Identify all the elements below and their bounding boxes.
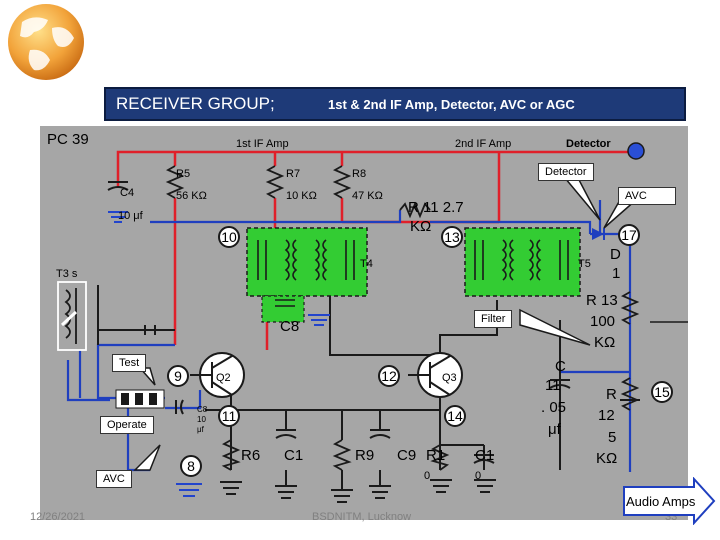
transistor-leads xyxy=(190,355,451,396)
stage-second-if-label: 2nd IF Amp xyxy=(455,138,512,150)
test-point-14[interactable]: 14 xyxy=(444,405,466,427)
t4-label: T4 xyxy=(360,258,373,270)
header-title: RECEIVER GROUP; xyxy=(116,94,275,113)
stage-detector-label: Detector xyxy=(566,138,611,150)
r12-label: R xyxy=(606,386,617,403)
zero-label-b: 0 xyxy=(475,470,482,482)
stage-first-if-label: 1st IF Amp xyxy=(236,138,289,150)
globe-logo-icon xyxy=(8,4,84,80)
r13-unit: KΩ xyxy=(594,334,616,351)
c1-left-label: C1 xyxy=(284,447,304,464)
c8-label: C8 xyxy=(280,318,300,335)
resistors xyxy=(165,165,640,471)
test-point-17[interactable]: 17 xyxy=(618,224,640,246)
c11-label: C xyxy=(555,358,566,375)
r12-number: 12 xyxy=(598,407,615,424)
t3s-label: T3 s xyxy=(56,268,78,280)
footer-organization: BSDNITM, Lucknow xyxy=(312,511,412,523)
if-windings xyxy=(257,239,569,307)
test-point-8[interactable]: 8 xyxy=(180,455,202,477)
r9-label: R9 xyxy=(355,447,375,464)
r6-label: R6 xyxy=(241,447,261,464)
r11-label: R 11 2.7 xyxy=(408,199,464,216)
test-point-9[interactable]: 9 xyxy=(167,365,189,387)
detector-test-dot xyxy=(627,142,645,160)
header-subtitle: 1st & 2nd IF Amp, Detector, AVC or AGC xyxy=(328,97,575,112)
c1-right-label: C1 xyxy=(475,447,495,464)
r1-label: R1 xyxy=(426,447,446,464)
r7-value: 10 KΩ xyxy=(286,190,317,202)
c4-label: C4 xyxy=(120,187,135,199)
c4-value: 10 μf xyxy=(118,210,143,222)
c11-number: 11 xyxy=(545,377,561,394)
slide-header: RECEIVER GROUP; 1st & 2nd IF Amp, Detect… xyxy=(104,87,686,121)
small-cap-unit: μf xyxy=(197,425,204,434)
q2-label: Q2 xyxy=(216,372,231,384)
detector-diode xyxy=(592,228,605,240)
callout-detector: Detector xyxy=(538,163,594,181)
callout-avc: AVC xyxy=(618,187,676,205)
if-can-2 xyxy=(464,227,581,297)
test-operate-switch xyxy=(115,389,165,409)
test-point-11[interactable]: 11 xyxy=(218,405,240,427)
ground-symbols xyxy=(108,211,330,497)
c11-value: . 05 xyxy=(541,399,567,416)
test-point-15[interactable]: 15 xyxy=(651,381,673,403)
t5-label: T5 xyxy=(578,258,591,270)
r13-value: 100 xyxy=(590,313,616,330)
test-point-12[interactable]: 12 xyxy=(378,365,400,387)
r12-value: 5 xyxy=(608,429,617,446)
capacitors xyxy=(107,181,571,464)
r8-label: R8 xyxy=(352,168,367,180)
r7-label: R7 xyxy=(286,168,301,180)
audio-amps-link[interactable]: Audio Amps xyxy=(626,494,696,509)
coil-marker xyxy=(60,310,78,327)
r5-label: R5 xyxy=(176,168,191,180)
c9-label: C9 xyxy=(397,447,417,464)
r11-unit: KΩ xyxy=(410,218,432,235)
callout-filter: Filter xyxy=(474,310,513,328)
small-cap-label: C8 xyxy=(197,405,208,414)
diode-label: D xyxy=(610,246,621,263)
test-point-10[interactable]: 10 xyxy=(218,226,240,248)
if-can-1 xyxy=(246,227,368,297)
callout-operate: Operate xyxy=(100,416,154,434)
callout-avc-switch: AVC xyxy=(96,470,132,488)
small-cap-value: 10 xyxy=(197,415,206,424)
callout-test: Test xyxy=(112,354,147,372)
board-name: PC 39 xyxy=(47,131,89,148)
ground-symbols-dark xyxy=(220,479,496,503)
c11-unit: μf xyxy=(548,421,561,438)
r13-label: R 13 xyxy=(586,292,618,309)
callout-pointers xyxy=(133,177,638,471)
r5-value: 56 KΩ xyxy=(176,190,207,202)
r8-value: 47 KΩ xyxy=(352,190,383,202)
next-arrow-icon[interactable] xyxy=(622,477,716,525)
footer-date: 12/26/2021 xyxy=(30,511,86,523)
zero-label-a: 0 xyxy=(424,470,431,482)
r12-unit: KΩ xyxy=(596,450,618,467)
diode-number: 1 xyxy=(612,265,621,282)
q3-label: Q3 xyxy=(442,372,457,384)
test-point-13[interactable]: 13 xyxy=(441,226,463,248)
